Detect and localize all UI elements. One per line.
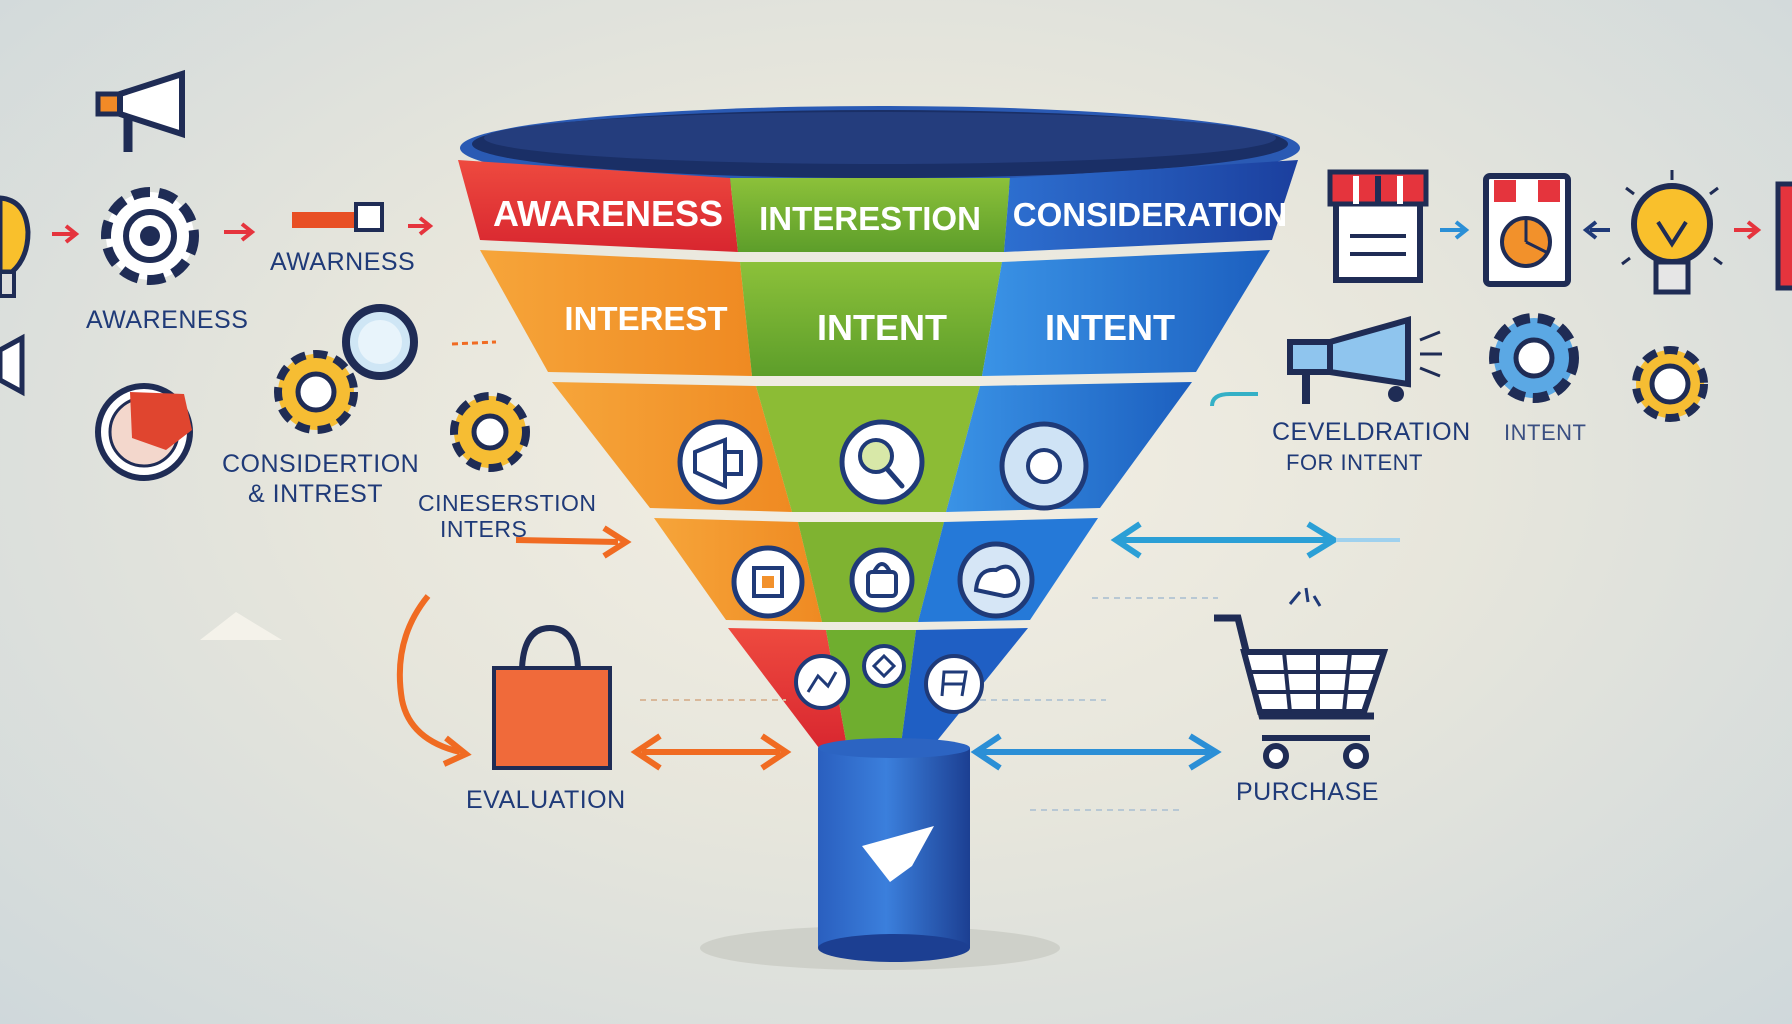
band1-right-segment (1004, 160, 1298, 252)
gear-icon-left-2 (274, 350, 358, 434)
funnel (458, 106, 1300, 962)
megaphone-circle-icon (677, 419, 763, 505)
arrow-icon-right-2 (1582, 220, 1610, 240)
gear-icon-left-3 (450, 392, 530, 472)
shopping-bag-icon (492, 624, 612, 770)
band2-left-segment (480, 250, 752, 376)
orange-dashed-line-left (451, 340, 497, 346)
label-cinesersation-2: INTERS (440, 516, 528, 542)
label-intent-right: INTENT (1504, 420, 1587, 445)
storefront-icon (1327, 169, 1429, 283)
gear-icon-right-2 (1632, 346, 1708, 422)
arrow-icon-right-3 (1734, 220, 1762, 240)
tablet-chart-icon (1483, 173, 1571, 287)
label-cinesersation-1: CINESERSTION (418, 490, 597, 516)
bag-circle-icon (849, 547, 915, 613)
band2-right-label: INTENT (1045, 307, 1175, 348)
flag-icon-left (292, 202, 384, 232)
red-card-edge-icon (1775, 181, 1792, 291)
pipe-star-icon (862, 826, 934, 882)
gear-circle-icon (999, 421, 1089, 511)
document-circle-icon (731, 545, 805, 619)
band1-left-label: AWARENESS (493, 193, 723, 234)
arrow-to-funnel-left (515, 537, 619, 545)
lightbulb-icon-right (1621, 170, 1723, 295)
megaphone-small-icon-left (0, 333, 25, 397)
label-awarness-top: AWARNESS (270, 248, 416, 276)
lightbulb-icon-left (0, 195, 31, 298)
label-consideration-left-1: CONSIDERTION (222, 450, 420, 478)
decorative-hill (200, 612, 282, 640)
double-arrow-blue (970, 733, 1222, 771)
label-consideration-left-2: & INTREST (248, 480, 384, 508)
target-icon-left (95, 383, 193, 481)
band1-middle-segment (730, 178, 1010, 252)
band1-right-label: CONSIDERATION (1013, 196, 1287, 233)
gear-icon-right (1489, 313, 1579, 403)
chair-circle-icon (924, 654, 984, 714)
megaphone-icon-right (1287, 316, 1442, 404)
label-ceveldration-1: CEVELDRATION (1272, 418, 1471, 446)
band2-right-segment (982, 250, 1270, 376)
arrow-icon-left-2 (224, 222, 256, 242)
curved-arrow-left (396, 594, 461, 755)
double-arrow-cyan (1110, 521, 1400, 559)
band1-left-segment (458, 160, 738, 252)
band1-middle-label: INTERESTION (759, 200, 981, 237)
gear-icon-left (101, 187, 199, 285)
arrow-icon-right-1 (1440, 220, 1470, 240)
diamond-circle-icon (862, 644, 906, 688)
magnifier-icon-left (342, 304, 418, 380)
label-awareness-left: AWARENESS (86, 306, 249, 334)
band2-middle-label: INTENT (817, 307, 947, 348)
shopping-cart-icon (1214, 614, 1389, 769)
label-purchase: PURCHASE (1236, 778, 1379, 806)
bracket-line-right (1210, 392, 1258, 407)
label-evaluation: EVALUATION (466, 786, 626, 814)
megaphone-icon (95, 69, 185, 152)
cloud-circle-icon (957, 541, 1035, 619)
band2-middle-segment (740, 262, 1002, 376)
sparkle-icon (1288, 587, 1322, 607)
chart-circle-icon (794, 654, 850, 710)
double-arrow-orange (630, 733, 792, 771)
arrow-icon-left-1 (52, 224, 80, 244)
band2-left-label: INTEREST (564, 300, 727, 337)
label-ceveldration-2: FOR INTENT (1286, 450, 1423, 475)
arrow-icon-left-3 (408, 216, 434, 236)
magnifier-circle-icon (839, 419, 925, 505)
